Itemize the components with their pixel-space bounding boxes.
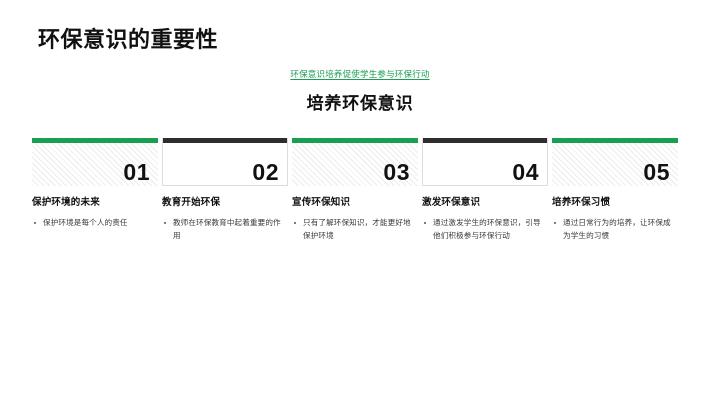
card-accent-bar — [163, 138, 287, 143]
subtitle-link[interactable]: 环保意识培养促使学生参与环保行动 — [290, 69, 430, 79]
card-number: 05 — [643, 159, 670, 185]
card-number: 04 — [512, 159, 539, 185]
bullet-dot-icon — [294, 222, 296, 225]
heading-block: 环保意识培养促使学生参与环保行动 培养环保意识 — [0, 64, 720, 114]
column-bullet-list: 通过激发学生的环保意识，引导他们积极参与环保行动 — [422, 217, 548, 242]
number-card-03[interactable]: 03 — [292, 138, 418, 186]
list-item-text: 通过日常行为的培养，让环保成为学生的习惯 — [563, 218, 671, 240]
list-item-text: 通过激发学生的环保意识，引导他们积极参与环保行动 — [433, 218, 541, 240]
column-title: 教育开始环保 — [162, 197, 221, 208]
card-accent-bar — [32, 138, 158, 143]
column-02: 02 教育开始环保 教师在环保教育中起着重要的作用 — [162, 138, 288, 245]
column-03: 03 宣传环保知识 只有了解环保知识，才能更好地保护环境 — [292, 138, 418, 245]
card-body: 05 — [552, 143, 678, 186]
list-item-text: 保护环境是每个人的责任 — [43, 218, 128, 228]
card-accent-bar — [292, 138, 418, 143]
bullet-dot-icon — [34, 222, 36, 225]
section-heading: 培养环保意识 — [306, 94, 414, 113]
number-card-02[interactable]: 02 — [162, 138, 288, 186]
column-bullet-list: 通过日常行为的培养，让环保成为学生的习惯 — [552, 217, 678, 242]
list-item: 保护环境是每个人的责任 — [32, 217, 158, 229]
column-bullet-list: 保护环境是每个人的责任 — [32, 217, 158, 229]
bullet-dot-icon — [554, 222, 556, 225]
number-card-04[interactable]: 04 — [422, 138, 548, 186]
card-number: 03 — [383, 159, 410, 185]
card-body: 03 — [292, 143, 418, 186]
column-04: 04 激发环保意识 通过激发学生的环保意识，引导他们积极参与环保行动 — [422, 138, 548, 245]
column-title: 宣传环保知识 — [292, 197, 351, 208]
card-body: 04 — [423, 143, 547, 185]
list-item: 教师在环保教育中起着重要的作用 — [162, 217, 288, 242]
card-body: 01 — [32, 143, 158, 186]
bullet-dot-icon — [424, 222, 426, 225]
list-item: 通过激发学生的环保意识，引导他们积极参与环保行动 — [422, 217, 548, 242]
column-01: 01 保护环境的未来 保护环境是每个人的责任 — [32, 138, 158, 245]
column-05: 05 培养环保习惯 通过日常行为的培养，让环保成为学生的习惯 — [552, 138, 678, 245]
column-title: 激发环保意识 — [422, 197, 481, 208]
column-title: 保护环境的未来 — [32, 197, 100, 208]
list-item: 只有了解环保知识，才能更好地保护环境 — [292, 217, 418, 242]
card-number: 01 — [123, 159, 150, 185]
card-number: 02 — [252, 159, 279, 185]
list-item: 通过日常行为的培养，让环保成为学生的习惯 — [552, 217, 678, 242]
bullet-dot-icon — [164, 222, 166, 225]
number-card-05[interactable]: 05 — [552, 138, 678, 186]
column-title: 培养环保习惯 — [552, 197, 611, 208]
card-body: 02 — [163, 143, 287, 185]
card-accent-bar — [423, 138, 547, 143]
column-bullet-list: 教师在环保教育中起着重要的作用 — [162, 217, 288, 242]
columns-row: 01 保护环境的未来 保护环境是每个人的责任 02 教育开始环保 教师在环保教育… — [32, 138, 688, 245]
number-card-01[interactable]: 01 — [32, 138, 158, 186]
column-bullet-list: 只有了解环保知识，才能更好地保护环境 — [292, 217, 418, 242]
page-title: 环保意识的重要性 — [38, 27, 219, 52]
list-item-text: 只有了解环保知识，才能更好地保护环境 — [303, 218, 411, 240]
list-item-text: 教师在环保教育中起着重要的作用 — [173, 218, 281, 240]
card-accent-bar — [552, 138, 678, 143]
